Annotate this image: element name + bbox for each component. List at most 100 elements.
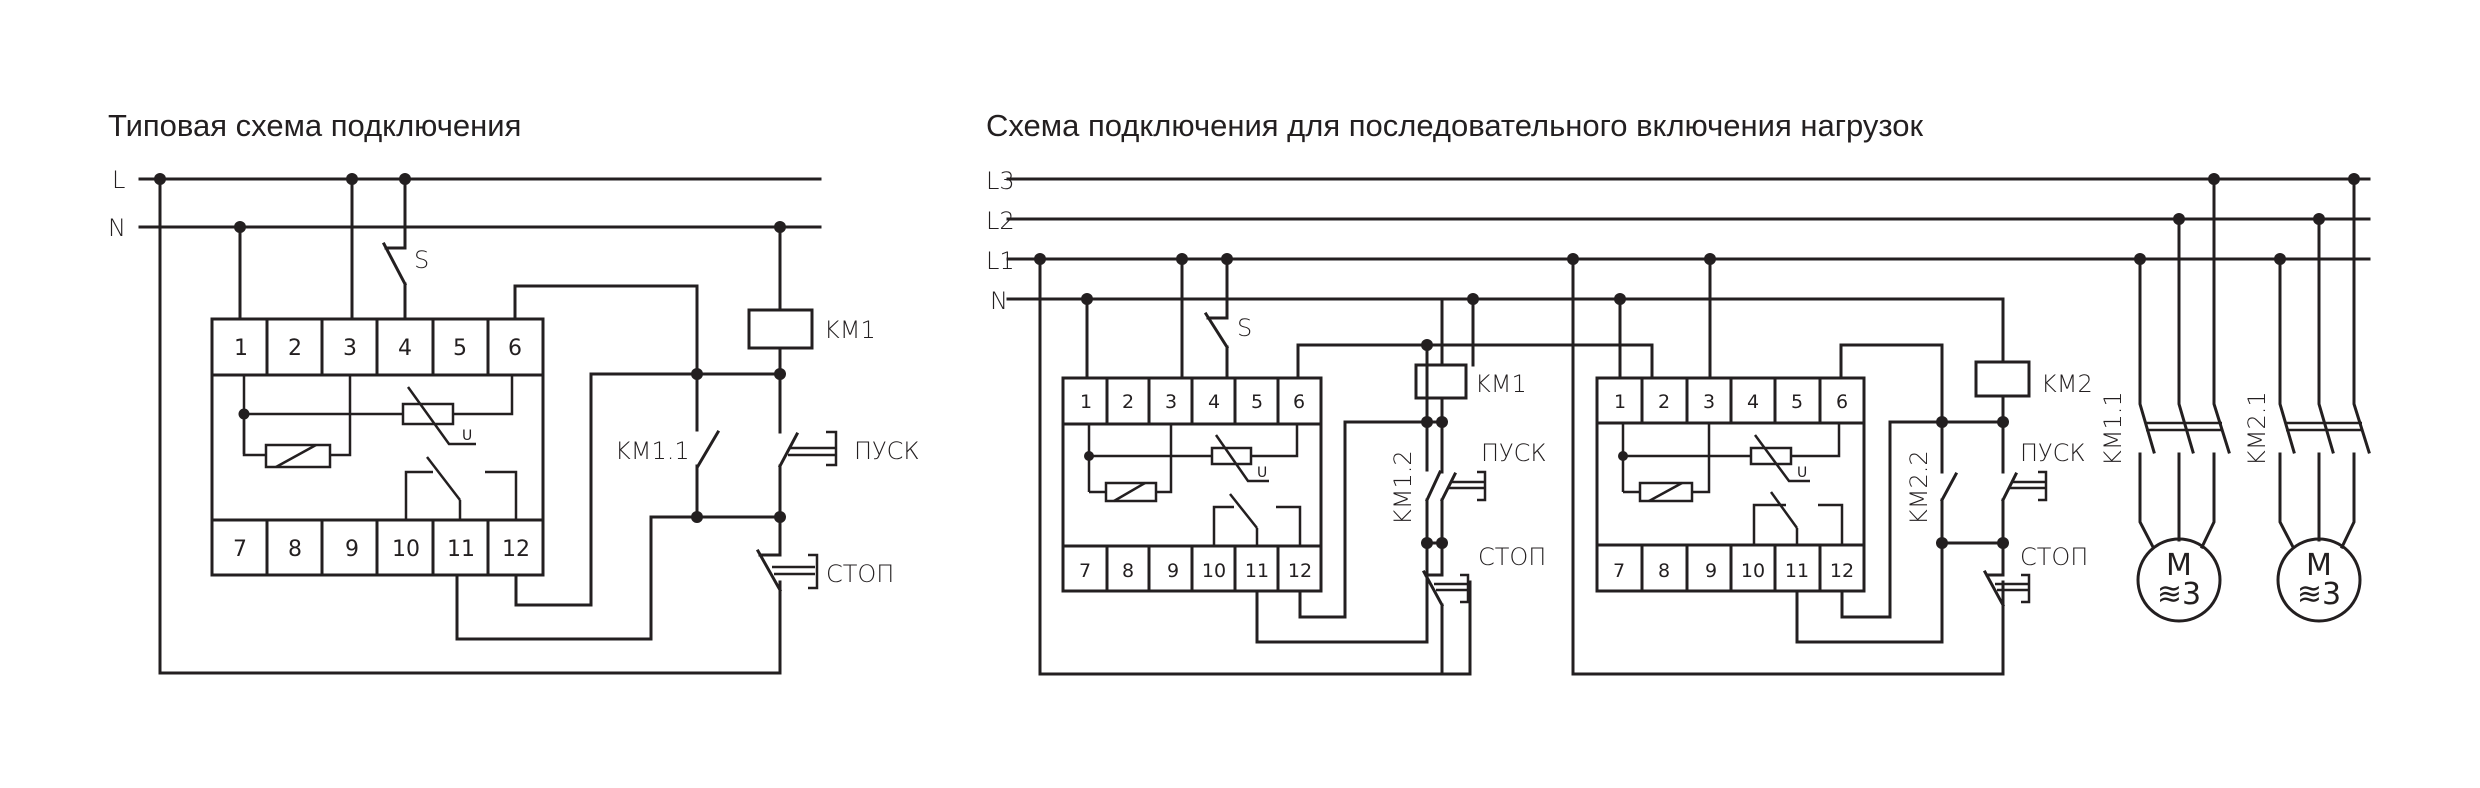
left-diagram: Типовая схема подключения L N S [108, 108, 920, 675]
contact-km11-blade [695, 429, 721, 469]
terminal-12: 12 [1288, 560, 1312, 582]
right-diagram: Схема подключения для последовательного … [986, 108, 2371, 676]
contactor-km21-label: KM2.1 [2243, 391, 2271, 466]
terminal-1: 1 [234, 336, 248, 361]
varistor-arrow [1214, 434, 1269, 483]
bus-label-L2: L2 [986, 207, 1015, 235]
bus-label-N: N [108, 214, 126, 242]
junction-dot [1467, 293, 1479, 305]
wire [2177, 217, 2195, 454]
wire-t11-loop [1255, 589, 1429, 644]
wire-t12-loop-2 [1840, 420, 2005, 619]
coil-km2-label: KM2 [2041, 370, 2093, 398]
junction-dot [1936, 537, 1948, 549]
wire-t6-km22 [1839, 343, 1944, 424]
internal-contact-blade [1769, 491, 1799, 529]
internal-contact-wire [1752, 503, 1786, 545]
motor-1 [2136, 537, 2222, 623]
junction-dot [1221, 253, 1233, 265]
wire-t11-loop-2 [1795, 589, 1944, 644]
coil-km2 [1974, 360, 2031, 398]
wire [2212, 177, 2231, 454]
wire [2317, 217, 2335, 454]
start-button-head [2038, 470, 2048, 502]
coil-resistor-slash [275, 443, 317, 469]
terminal-1: 1 [1080, 391, 1092, 413]
terminal-7: 7 [1613, 560, 1625, 582]
coil-km1-label: KM1 [824, 316, 876, 344]
terminal-8: 8 [1122, 560, 1134, 582]
terminal-2: 2 [1122, 391, 1134, 413]
terminal-6: 6 [1293, 391, 1305, 413]
stop-button-head [808, 553, 819, 590]
terminal-3: 3 [343, 336, 357, 361]
wire-L1-return-2 [1571, 257, 2005, 676]
wire [1206, 257, 1229, 320]
coil-km1-label: KM1 [1475, 370, 1527, 398]
motor-circuit-1: KM1.1 M ≋3 [2099, 173, 2231, 623]
terminal-10: 10 [1741, 560, 1765, 582]
contact-km22-label: KM2.2 [1905, 450, 1933, 525]
terminal-3: 3 [1703, 391, 1715, 413]
contact-km12-blade [1425, 470, 1442, 502]
internal-contact-wire [1276, 505, 1302, 546]
junction-dot [1704, 253, 1716, 265]
start-button-label: ПУСК [1481, 439, 1547, 467]
start-button-label: ПУСК [2020, 439, 2086, 467]
terminal-5: 5 [1791, 391, 1803, 413]
contactor-km11-label: KM1.1 [2099, 391, 2127, 466]
terminal-9: 9 [1167, 560, 1179, 582]
varistor-arrow [1753, 434, 1810, 483]
terminal-11: 11 [1785, 560, 1809, 582]
motor-2-phase: ≋3 [2297, 577, 2341, 612]
relay-block-stage1: 1 2 3 4 5 6 7 8 9 10 11 12 U [1061, 376, 1323, 593]
terminal-1: 1 [1614, 391, 1626, 413]
junction-dot [691, 511, 703, 523]
contact-km22-blade [1939, 471, 1959, 503]
bus-label-L3: L3 [986, 167, 1015, 195]
left-diagram-title: Типовая схема подключения [108, 108, 521, 143]
junction-dot [1567, 253, 1579, 265]
internal-contact-wire [404, 470, 433, 520]
internal-wire [330, 375, 352, 457]
terminal-2: 2 [288, 336, 302, 361]
terminal-5: 5 [453, 336, 467, 361]
wire [2138, 257, 2156, 454]
terminal-11: 11 [1245, 560, 1269, 582]
wire-t12-loop [514, 372, 782, 607]
motor-circuit-2: KM2.1 M ≋3 [2243, 173, 2371, 623]
bus-line-N [1006, 297, 2005, 364]
terminal-12: 12 [1830, 560, 1854, 582]
bus-label-N: N [990, 287, 1008, 315]
internal-contact-wire [1212, 505, 1234, 546]
sensor-label-u: U [1257, 465, 1267, 481]
junction-dot [1034, 253, 1046, 265]
varistor-arrow [406, 386, 476, 446]
internal-wire [242, 414, 266, 457]
wire [2199, 452, 2216, 550]
relay-block: 1 2 3 4 5 6 7 8 9 10 11 12 U [210, 317, 545, 577]
internal-contact-wire [485, 470, 518, 520]
start-button-blade [777, 431, 800, 469]
bus-label-L: L [112, 166, 125, 194]
switch-s-blade [381, 241, 408, 287]
internal-wire [453, 375, 514, 416]
terminal-6: 6 [1836, 391, 1848, 413]
wire-t11-loop [455, 515, 782, 641]
terminal-8: 8 [1658, 560, 1670, 582]
wire-t12-loop [1298, 420, 1444, 619]
wire-t6-km11 [513, 284, 699, 376]
stop-button-blade [1982, 569, 2006, 608]
terminal-10: 10 [392, 537, 420, 562]
motor-2 [2276, 537, 2362, 623]
wire-L-return [158, 177, 782, 675]
wire [2278, 257, 2296, 454]
terminal-7: 7 [1079, 560, 1091, 582]
terminal-8: 8 [288, 537, 302, 562]
terminal-9: 9 [1705, 560, 1717, 582]
switch-s-blade [1203, 311, 1230, 350]
terminal-2: 2 [1658, 391, 1670, 413]
start-button-head [826, 430, 838, 467]
terminal-10: 10 [1202, 560, 1226, 582]
